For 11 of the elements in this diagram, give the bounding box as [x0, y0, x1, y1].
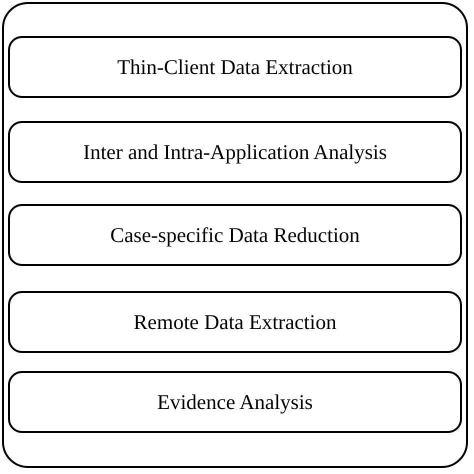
- step-label: Remote Data Extraction: [134, 310, 336, 334]
- process-box: [8, 291, 462, 353]
- process-box: [8, 371, 462, 433]
- step-label: Thin-Client Data Extraction: [117, 54, 353, 80]
- step-label: Case-specific Data Reduction: [110, 222, 360, 248]
- process-box: [8, 204, 462, 266]
- step-label: Evidence Analysis: [157, 390, 313, 414]
- container-box: [2, 2, 468, 468]
- process-box: [8, 36, 462, 98]
- step-label: Inter and Intra-Application Analysis: [83, 140, 387, 164]
- process-box: [8, 121, 462, 183]
